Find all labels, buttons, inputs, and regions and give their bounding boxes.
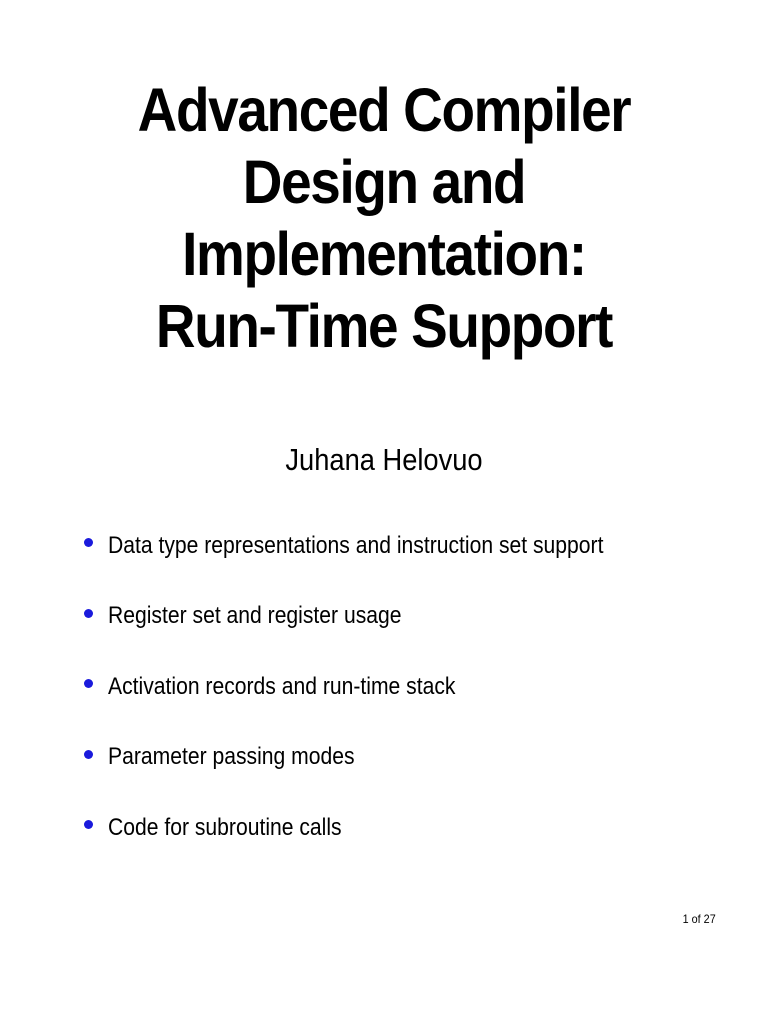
bullet-icon — [84, 538, 93, 547]
bullet-text: Data type representations and instructio… — [108, 531, 604, 559]
bullet-list: Data type representations and instructio… — [84, 528, 724, 881]
bullet-text: Register set and register usage — [108, 602, 402, 629]
bullet-text: Code for subroutine calls — [108, 813, 342, 841]
page-indicator: 1 of 27 — [682, 912, 716, 926]
bullet-text: Activation records and run-time stack — [108, 672, 456, 700]
title-line: Run-Time Support — [155, 292, 614, 360]
author-name: Juhana Helovuo — [285, 442, 483, 477]
bullet-icon — [84, 679, 93, 688]
bullet-text: Parameter passing modes — [108, 743, 355, 770]
list-item: Register set and register usage — [84, 599, 724, 634]
title-line: Advanced Compiler — [137, 76, 632, 144]
slide-title: Advanced Compiler Design and Implementat… — [0, 74, 768, 362]
bullet-icon — [84, 749, 93, 759]
bullet-icon — [84, 820, 93, 829]
bullet-icon — [84, 608, 93, 618]
list-item: Activation records and run-time stack — [84, 669, 724, 704]
title-line: Implementation: — [182, 220, 587, 288]
list-item: Parameter passing modes — [84, 740, 724, 775]
list-item: Data type representations and instructio… — [84, 528, 724, 563]
list-item: Code for subroutine calls — [84, 810, 724, 845]
title-line: Design and — [242, 148, 527, 216]
